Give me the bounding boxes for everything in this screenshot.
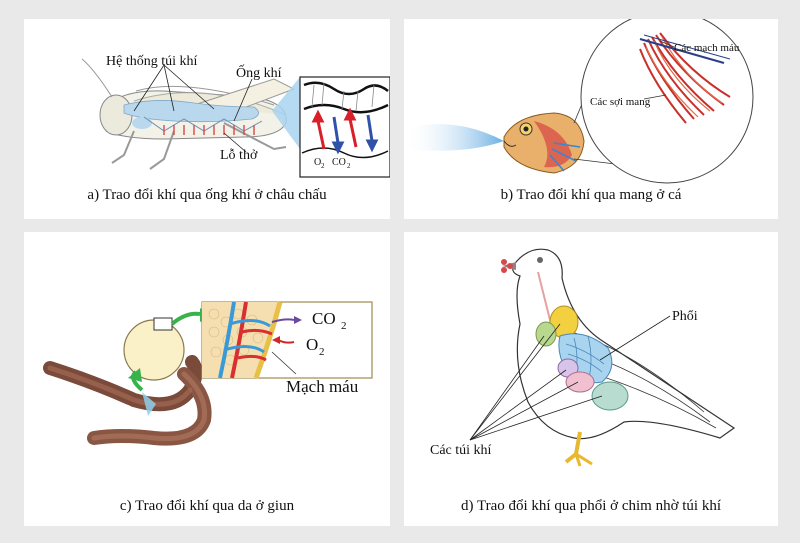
water-flow <box>404 124 504 151</box>
label-o2-a: O <box>314 157 321 168</box>
panel-earthworm: CO 2 O 2 Mạch máu c) Trao đổi khí qua da… <box>24 232 390 526</box>
fish-illustration <box>503 112 585 174</box>
bird-lung-diagram: Phổi Các túi khí <box>430 248 736 467</box>
gill-magnifier <box>580 19 754 184</box>
zoom-wedge <box>272 77 300 149</box>
label-trachea: Ống khí <box>236 63 282 81</box>
caption-b: b) Trao đổi khí qua mang ở cá <box>500 187 682 203</box>
pointer-lines <box>469 315 671 441</box>
label-co2-a: CO <box>332 157 346 168</box>
respiratory-organs <box>535 305 629 411</box>
label-air-sacs: Hệ thống túi khí <box>106 54 197 69</box>
grasshopper-illustration <box>81 58 296 170</box>
earthworm-diagram: CO 2 O 2 Mạch máu <box>43 301 373 446</box>
panel-bird: Phổi Các túi khí d) Trao đổi khí qua phổ… <box>404 232 778 526</box>
label-spiracle: Lỗ thở <box>220 148 258 163</box>
label-o2-c: O <box>306 335 318 354</box>
label-o2-a-sub: 2 <box>321 162 325 170</box>
earthworm-illustration <box>43 355 212 446</box>
fish-gill-diagram: Các mạch máu Các sợi mang <box>404 19 754 184</box>
label-co2-a-sub: 2 <box>347 162 351 170</box>
label-co2-c-sub: 2 <box>341 320 347 332</box>
label-blood-vessel: Mạch máu <box>286 377 359 396</box>
label-co2-c: CO <box>312 309 336 328</box>
co2-arrows <box>331 114 379 155</box>
label-bird-air-sacs: Các túi khí <box>430 443 492 458</box>
trachea-inset <box>299 76 390 178</box>
caption-c: c) Trao đổi khí qua da ở giun <box>119 498 295 514</box>
label-gill-filaments: Các sợi mang <box>590 96 651 108</box>
label-o2-c-sub: 2 <box>319 346 325 358</box>
panel-grasshopper: Hệ thống túi khí Ống khí Lỗ thở O 2 CO 2… <box>24 19 390 219</box>
skin-inset <box>201 301 373 379</box>
zoom-marker <box>153 317 173 331</box>
grasshopper-diagram: Hệ thống túi khí Ống khí Lỗ thở O 2 CO 2 <box>81 54 390 178</box>
caption-d: d) Trao đổi khí qua phổi ở chim nhờ túi … <box>460 498 722 514</box>
bird-illustration <box>501 248 736 467</box>
pointer-lines <box>133 64 253 153</box>
label-blood-vessels: Các mạch máu <box>674 42 740 54</box>
panel-fish: Các mạch máu Các sợi mang b) Trao đổi kh… <box>404 19 778 219</box>
label-lung: Phổi <box>672 309 698 324</box>
o2-arrows <box>311 107 358 150</box>
caption-a: a) Trao đổi khí qua ống khí ở châu chấu <box>87 187 327 203</box>
